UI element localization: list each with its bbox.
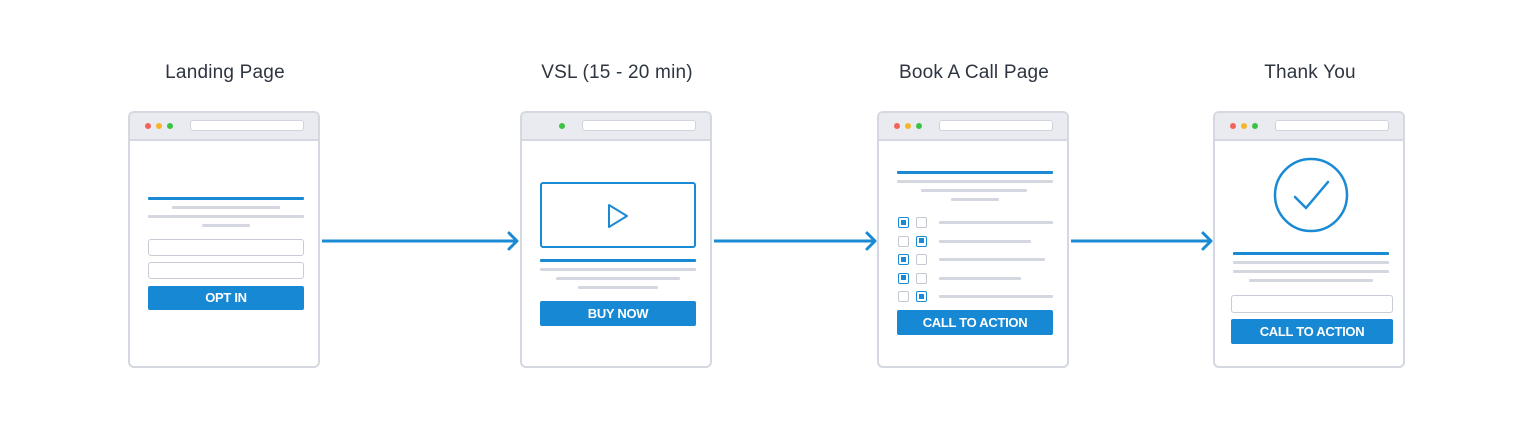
checklist-text-line — [939, 239, 1031, 243]
checklist-text-line — [939, 221, 1053, 224]
checklist-text-line — [939, 276, 1021, 280]
arrow-right-icon — [865, 231, 877, 251]
call-to-action-button: CALL TO ACTION — [897, 310, 1053, 335]
text-line — [578, 286, 658, 289]
maximize-dot-icon — [167, 123, 173, 129]
address-bar — [582, 120, 696, 131]
close-dot-icon — [894, 123, 900, 129]
arrow-3 — [1071, 231, 1213, 251]
browser-window-landing-page: OPT IN — [128, 111, 320, 368]
name-field — [148, 239, 304, 256]
browser-toolbar — [1215, 113, 1403, 141]
text-line — [951, 198, 999, 201]
checkbox-icon — [916, 272, 927, 284]
stage-title-landing-page: Landing Page — [165, 62, 285, 83]
arrow-2 — [714, 231, 877, 251]
stage-title-vsl: VSL (15 - 20 min) — [541, 62, 693, 83]
checklist-text-line — [939, 295, 1053, 298]
checkbox-icon — [898, 254, 909, 265]
arrow-right-icon — [1201, 231, 1213, 251]
play-icon — [608, 204, 628, 228]
buy-now-button: BUY NOW — [540, 301, 696, 326]
checkbox-icon — [916, 291, 927, 302]
browser-window-thank-you: CALL TO ACTION — [1213, 111, 1405, 368]
text-line — [921, 189, 1027, 192]
stage-title-thank-you: Thank You — [1264, 62, 1356, 83]
close-dot-icon — [145, 123, 151, 129]
checkbox-icon — [898, 217, 909, 228]
call-to-action-button: CALL TO ACTION — [1231, 319, 1393, 344]
headline-bar — [1233, 252, 1389, 255]
browser-toolbar — [879, 113, 1067, 141]
browser-toolbar — [522, 113, 710, 141]
headline-bar — [897, 171, 1053, 174]
text-line — [1233, 270, 1389, 273]
text-line — [148, 215, 304, 218]
input-field — [1231, 295, 1393, 313]
maximize-dot-icon — [916, 123, 922, 129]
address-bar — [190, 120, 304, 131]
stage-title-book-a-call: Book A Call Page — [898, 62, 1050, 83]
text-line — [897, 180, 1053, 183]
headline-bar — [540, 259, 696, 262]
minimize-dot-icon — [905, 123, 911, 129]
minimize-dot-icon — [1241, 123, 1247, 129]
text-line — [1233, 261, 1389, 264]
maximize-dot-icon — [1252, 123, 1258, 129]
arrow-right-icon — [507, 231, 519, 251]
browser-window-book-a-call: CALL TO ACTION — [877, 111, 1069, 368]
maximize-dot-icon — [559, 123, 565, 129]
checkbox-icon — [898, 272, 909, 284]
text-line — [540, 268, 696, 271]
checkbox-icon — [898, 235, 909, 247]
checkbox-icon — [916, 235, 927, 247]
video-player — [540, 182, 696, 248]
address-bar — [939, 120, 1053, 131]
checkbox-icon — [916, 217, 927, 228]
address-bar — [1275, 120, 1389, 131]
text-line — [172, 206, 280, 209]
checkbox-icon — [916, 254, 927, 265]
checklist-text-line — [939, 258, 1045, 261]
headline-bar — [148, 197, 304, 200]
text-line — [1249, 279, 1373, 282]
text-line — [556, 277, 680, 280]
close-dot-icon — [1230, 123, 1236, 129]
minimize-dot-icon — [156, 123, 162, 129]
browser-window-vsl: BUY NOW — [520, 111, 712, 368]
browser-toolbar — [130, 113, 318, 141]
text-line — [202, 224, 250, 227]
checkbox-icon — [898, 291, 909, 302]
opt-in-button: OPT IN — [148, 286, 304, 310]
checkmark-icon — [1273, 157, 1349, 233]
email-field — [148, 262, 304, 279]
arrow-1 — [322, 231, 519, 251]
